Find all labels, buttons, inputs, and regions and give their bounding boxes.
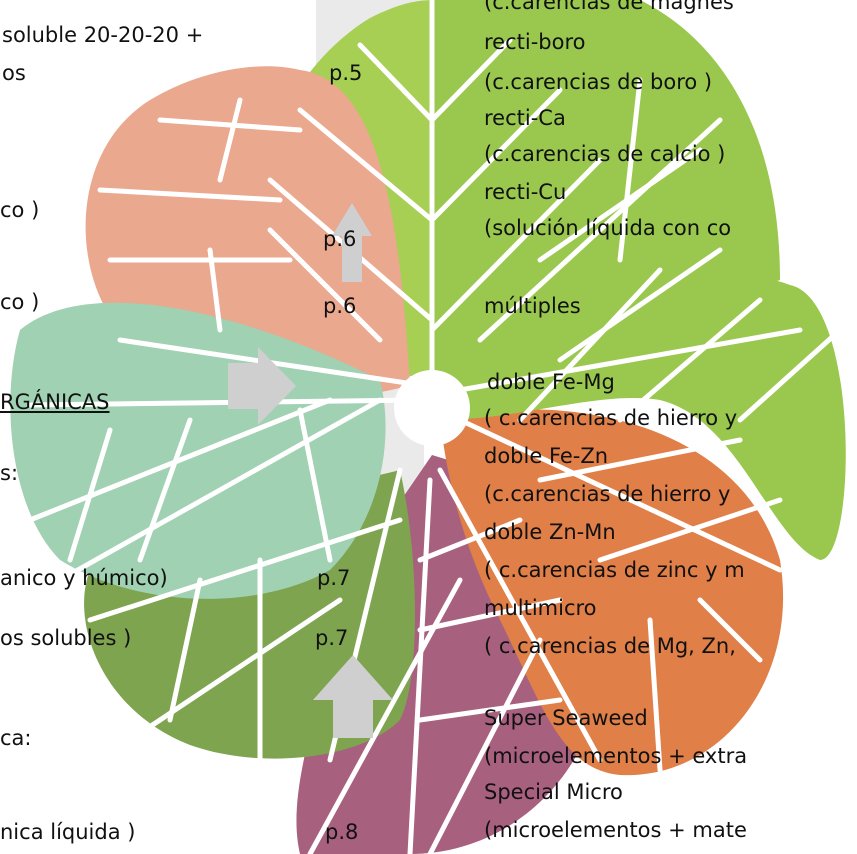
left-text-2: os — [2, 61, 26, 85]
right-text-13: doble Zn-Mn — [484, 520, 616, 544]
page-ref-4: p.7 — [317, 566, 351, 590]
petal-lime — [432, 0, 846, 560]
right-text-16: ( c.carencias de Mg, Zn, — [484, 634, 736, 658]
petal-veins — [27, 0, 843, 854]
right-text-5: (c.carencias de calcio ) — [484, 142, 726, 166]
arrow-right-icon — [228, 347, 296, 425]
left-heading-organicas: RGÁNICAS — [0, 390, 110, 414]
page-ref-3: p.6 — [323, 294, 357, 318]
right-text-1: (c.carencias de magnes — [484, 0, 734, 14]
page-ref-1: p.5 — [329, 61, 363, 85]
right-text-12: (c.carencias de hierro y — [484, 482, 731, 506]
page-ref-6: p.8 — [325, 820, 359, 844]
right-text-10: ( c.carencias de hierro y — [484, 406, 738, 430]
arrow-up-top-icon — [332, 203, 372, 282]
right-text-11: doble Fe-Zn — [484, 444, 609, 468]
flower-center — [394, 370, 470, 446]
left-text-9: ca: — [0, 726, 32, 750]
right-text-20: (microelementos + mate — [484, 818, 747, 842]
left-text-4: co ) — [0, 290, 40, 314]
petal-orange — [440, 409, 784, 776]
left-text-3: co ) — [0, 198, 40, 222]
right-text-7: (solución líquida con co — [484, 216, 732, 240]
right-text-8: múltiples — [484, 294, 581, 318]
right-text-4: recti-Ca — [484, 106, 566, 130]
left-text-1: soluble 20-20-20 + — [2, 23, 204, 47]
page-ref-2: p.6 — [323, 227, 357, 251]
page-ref-5: p.7 — [315, 626, 349, 650]
right-text-19: Special Micro — [484, 780, 623, 804]
right-text-17: Super Seaweed — [484, 706, 648, 730]
right-text-9: doble Fe-Mg — [487, 370, 615, 394]
right-text-3: (c.carencias de boro ) — [484, 70, 713, 94]
left-text-7: anico y húmico) — [0, 566, 168, 590]
right-text-6: recti-Cu — [484, 180, 567, 204]
right-text-18: (microelementos + extra — [484, 744, 748, 768]
right-text-15: multimicro — [484, 596, 597, 620]
arrow-up-bottom-icon — [313, 655, 393, 738]
right-text-14: ( c.carencias de zinc y m — [484, 558, 745, 582]
right-text-2: recti-boro — [484, 30, 586, 54]
left-text-8: os solubles ) — [0, 626, 132, 650]
left-text-10: nica líquida ) — [0, 820, 136, 844]
left-text-6: s: — [0, 461, 19, 485]
